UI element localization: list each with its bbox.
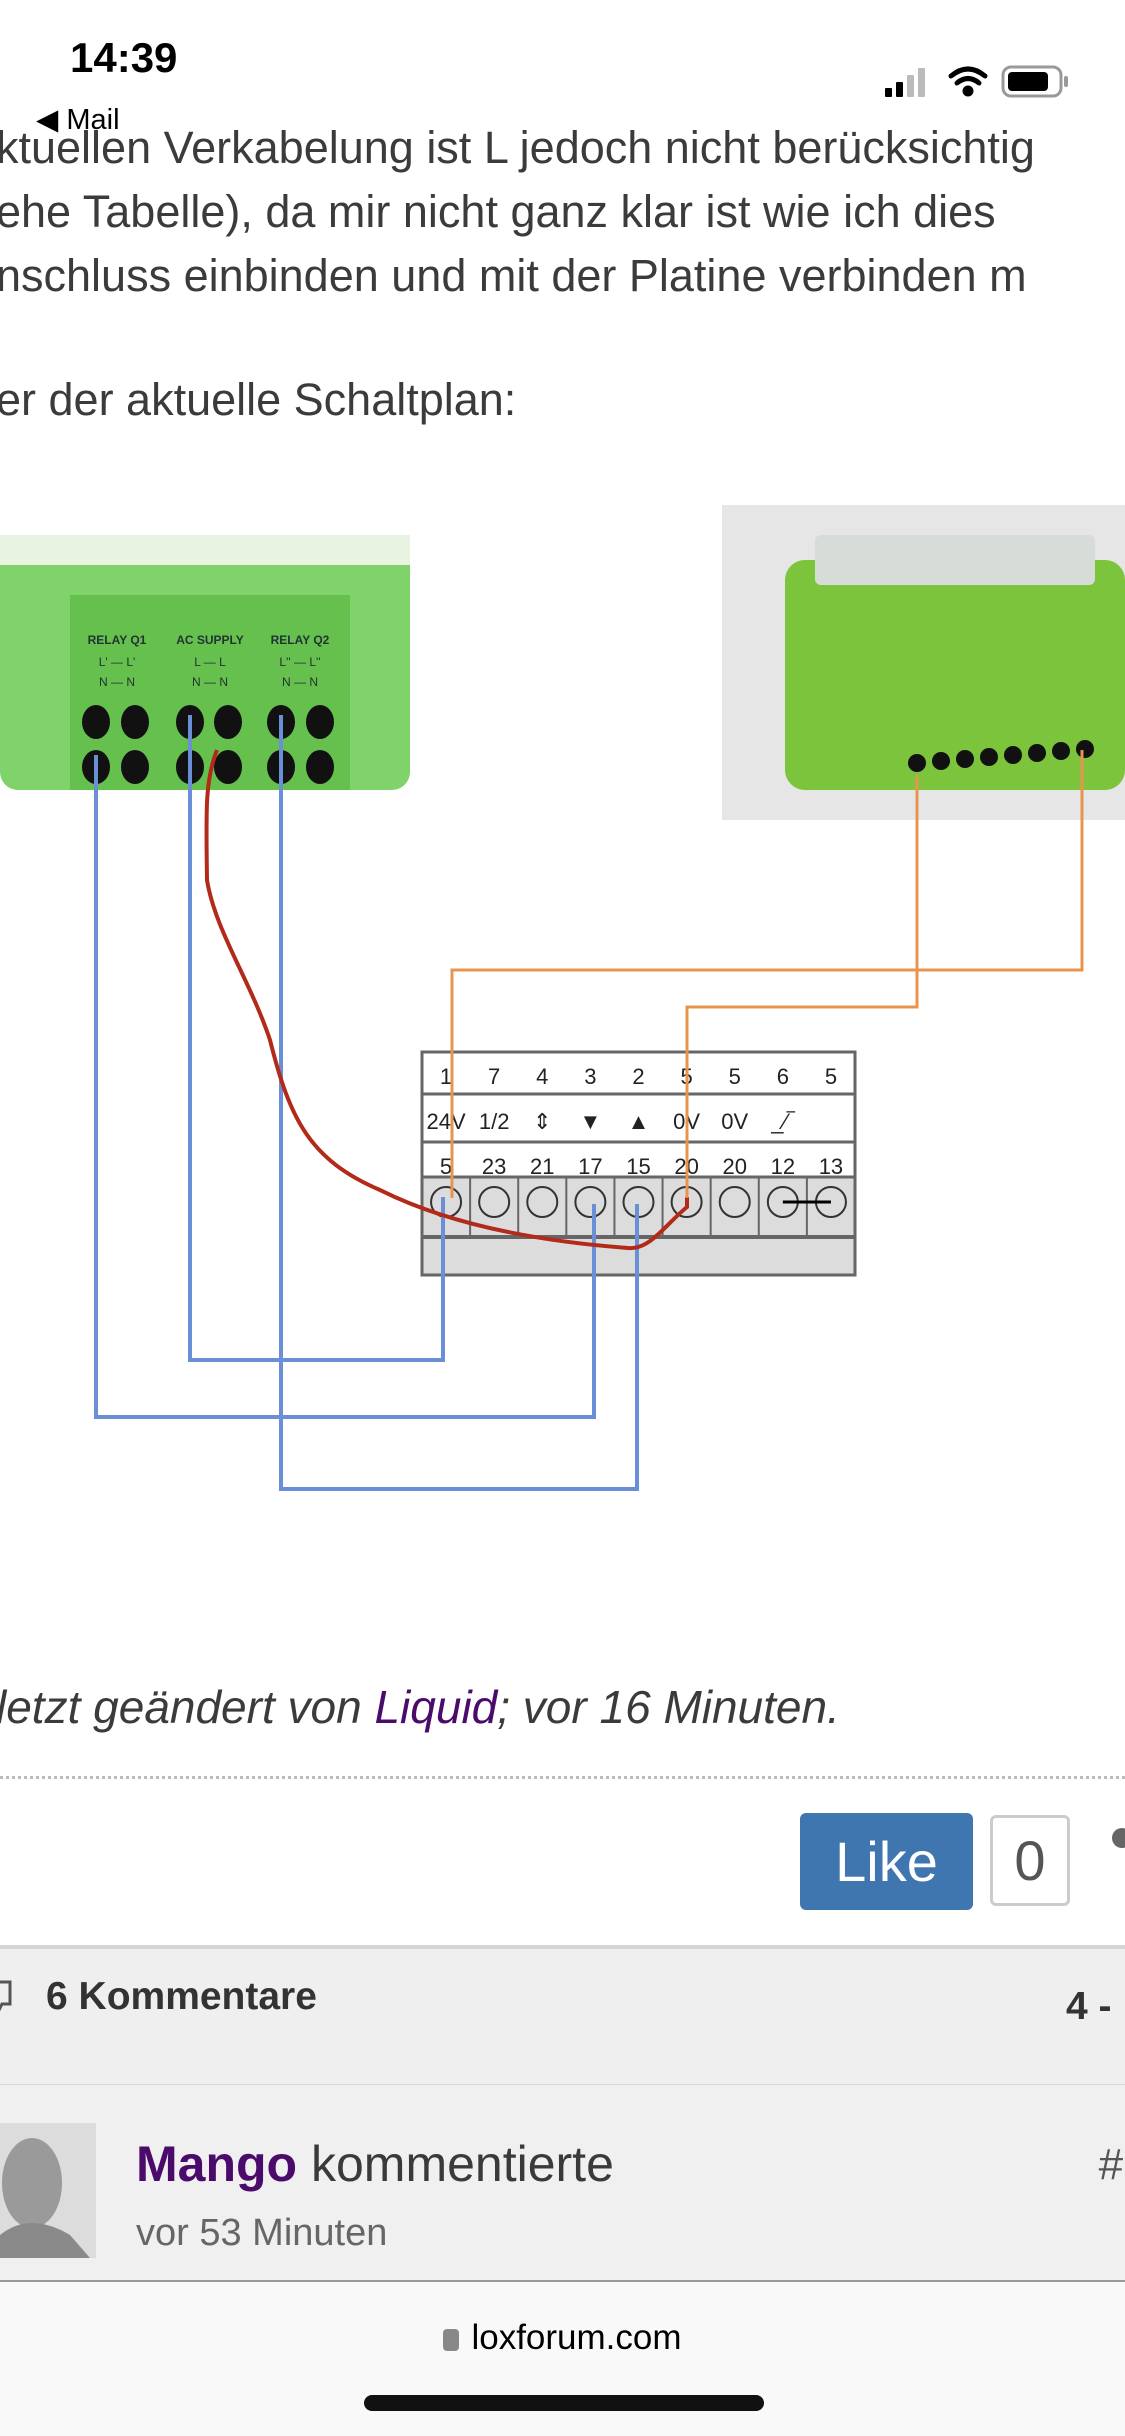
comment-time: vor 53 Minuten bbox=[136, 2212, 388, 2254]
terminal-hole bbox=[1028, 744, 1046, 762]
terminal-hole bbox=[121, 750, 149, 784]
post-text-line: ktuellen Verkabelung ist L jedoch nicht … bbox=[0, 122, 1035, 173]
comment-author-link[interactable]: Mango bbox=[136, 2136, 298, 2192]
relay-row-label: N — N bbox=[282, 675, 318, 689]
terminal-screw bbox=[718, 1186, 751, 1218]
input-module-photo bbox=[722, 505, 1125, 820]
browser-bar bbox=[0, 2282, 1125, 2436]
terminal-label: 2 bbox=[632, 1064, 644, 1089]
terminal-label: _⁄‾ bbox=[770, 1109, 796, 1134]
terminal-hole bbox=[980, 748, 998, 766]
blue-wire bbox=[94, 755, 596, 1419]
orange-wire bbox=[450, 750, 1084, 1198]
terminal-label: 17 bbox=[578, 1154, 602, 1179]
red-wire bbox=[204, 749, 689, 1251]
relay-label: RELAY Q1 bbox=[88, 633, 147, 647]
status-icons bbox=[885, 62, 1085, 107]
like-count: 0 bbox=[990, 1815, 1070, 1906]
terminal-hole bbox=[932, 752, 950, 770]
comment-permalink[interactable]: # bbox=[1098, 2140, 1123, 2189]
terminal-label: 7 bbox=[488, 1064, 500, 1089]
terminal-label: 15 bbox=[626, 1154, 650, 1179]
comment-header: Mango kommentierte bbox=[136, 2135, 614, 2193]
terminal-label: 1 bbox=[440, 1064, 452, 1089]
terminal-label: ⇕ bbox=[533, 1109, 551, 1134]
edit-prefix: letzt geändert von bbox=[0, 1681, 375, 1733]
terminal-label: 0V bbox=[721, 1109, 748, 1134]
relay-module-image: RELAY Q1 AC SUPPLY RELAY Q2 L' — L' L — … bbox=[0, 535, 410, 790]
terminal-hole bbox=[956, 750, 974, 768]
terminal-hole bbox=[214, 750, 242, 784]
terminal-hole bbox=[82, 705, 110, 739]
avatar[interactable] bbox=[0, 2123, 96, 2258]
terminal-label: 12 bbox=[771, 1154, 795, 1179]
comments-header bbox=[0, 1945, 1125, 2088]
terminal-screw bbox=[574, 1186, 607, 1218]
user-silhouette-icon bbox=[0, 2138, 90, 2258]
terminal-label: 5 bbox=[825, 1064, 837, 1089]
terminal-screw bbox=[478, 1186, 511, 1218]
blue-wire bbox=[188, 715, 445, 1362]
comment-action: kommentierte bbox=[311, 2136, 614, 2192]
terminal-label: ▲ bbox=[628, 1109, 650, 1134]
relay-row-label: N — N bbox=[99, 675, 135, 689]
terminal-label: 13 bbox=[819, 1154, 843, 1179]
comment-item bbox=[0, 2085, 1125, 2282]
post-text-line: nschluss einbinden und mit der Platine v… bbox=[0, 250, 1027, 301]
relay-row-label: L — L bbox=[194, 655, 226, 669]
wiring-diagram[interactable]: RELAY Q1 AC SUPPLY RELAY Q2 L' — L' L — … bbox=[0, 480, 1125, 1580]
terminal-hole bbox=[1004, 746, 1022, 764]
terminal-label: 24V bbox=[426, 1109, 465, 1134]
terminal-label: 6 bbox=[777, 1064, 789, 1089]
wifi-icon bbox=[948, 66, 988, 97]
divider bbox=[0, 1776, 1125, 1779]
terminal-label: 3 bbox=[584, 1064, 596, 1089]
terminal-hole bbox=[908, 754, 926, 772]
comment-icon bbox=[0, 1980, 12, 2012]
relay-row-label: L' — L' bbox=[99, 655, 136, 669]
post-text-line: ehe Tabelle), da mir nicht ganz klar ist… bbox=[0, 186, 996, 237]
more-icon[interactable] bbox=[1112, 1828, 1125, 1848]
lock-icon bbox=[443, 2329, 460, 2351]
edit-suffix: ; vor 16 Minuten. bbox=[497, 1681, 840, 1733]
terminal-hole bbox=[306, 750, 334, 784]
comments-count: 6 Kommentare bbox=[46, 1975, 317, 2018]
terminal-label: 20 bbox=[722, 1154, 746, 1179]
relay-row-label: L'' — L'' bbox=[279, 655, 320, 669]
blue-wire bbox=[279, 715, 639, 1491]
terminal-hole bbox=[1052, 742, 1070, 760]
relay-label: AC SUPPLY bbox=[176, 633, 244, 647]
relay-row-label: N — N bbox=[192, 675, 228, 689]
back-to-mail-button[interactable]: ◀ Mail bbox=[36, 102, 120, 137]
orange-wire bbox=[685, 775, 919, 1198]
edit-user-link[interactable]: Liquid bbox=[374, 1681, 498, 1733]
last-edited-note: letzt geändert von Liquid; vor 16 Minute… bbox=[0, 1680, 840, 1734]
terminal-label: 5 bbox=[729, 1064, 741, 1089]
battery-icon bbox=[1001, 65, 1068, 98]
terminal-label: 5 bbox=[440, 1154, 452, 1179]
terminal-hole bbox=[306, 705, 334, 739]
terminal-hole bbox=[214, 705, 242, 739]
back-label: Mail bbox=[66, 104, 120, 136]
url-text: loxforum.com bbox=[471, 2318, 682, 2357]
post-text-line: er der aktuelle Schaltplan: bbox=[0, 374, 517, 425]
terminal-label: 4 bbox=[536, 1064, 548, 1089]
signal-icon bbox=[885, 68, 925, 97]
url-bar[interactable]: loxforum.com bbox=[0, 2318, 1125, 2358]
terminal-hole bbox=[121, 705, 149, 739]
terminal-hole bbox=[1076, 740, 1094, 758]
terminal-screw bbox=[526, 1186, 559, 1218]
terminal-label: ▼ bbox=[579, 1109, 601, 1134]
relay-label: RELAY Q2 bbox=[271, 633, 330, 647]
terminal-label: 23 bbox=[482, 1154, 506, 1179]
like-button[interactable]: Like bbox=[800, 1813, 973, 1910]
terminal-label: 1/2 bbox=[479, 1109, 510, 1134]
back-arrow-icon: ◀ bbox=[36, 104, 67, 136]
status-time: 14:39 bbox=[70, 34, 178, 81]
comments-pagination[interactable]: 4 - bbox=[1066, 1985, 1112, 2028]
terminal-label: 21 bbox=[530, 1154, 554, 1179]
home-indicator[interactable] bbox=[364, 2395, 764, 2411]
